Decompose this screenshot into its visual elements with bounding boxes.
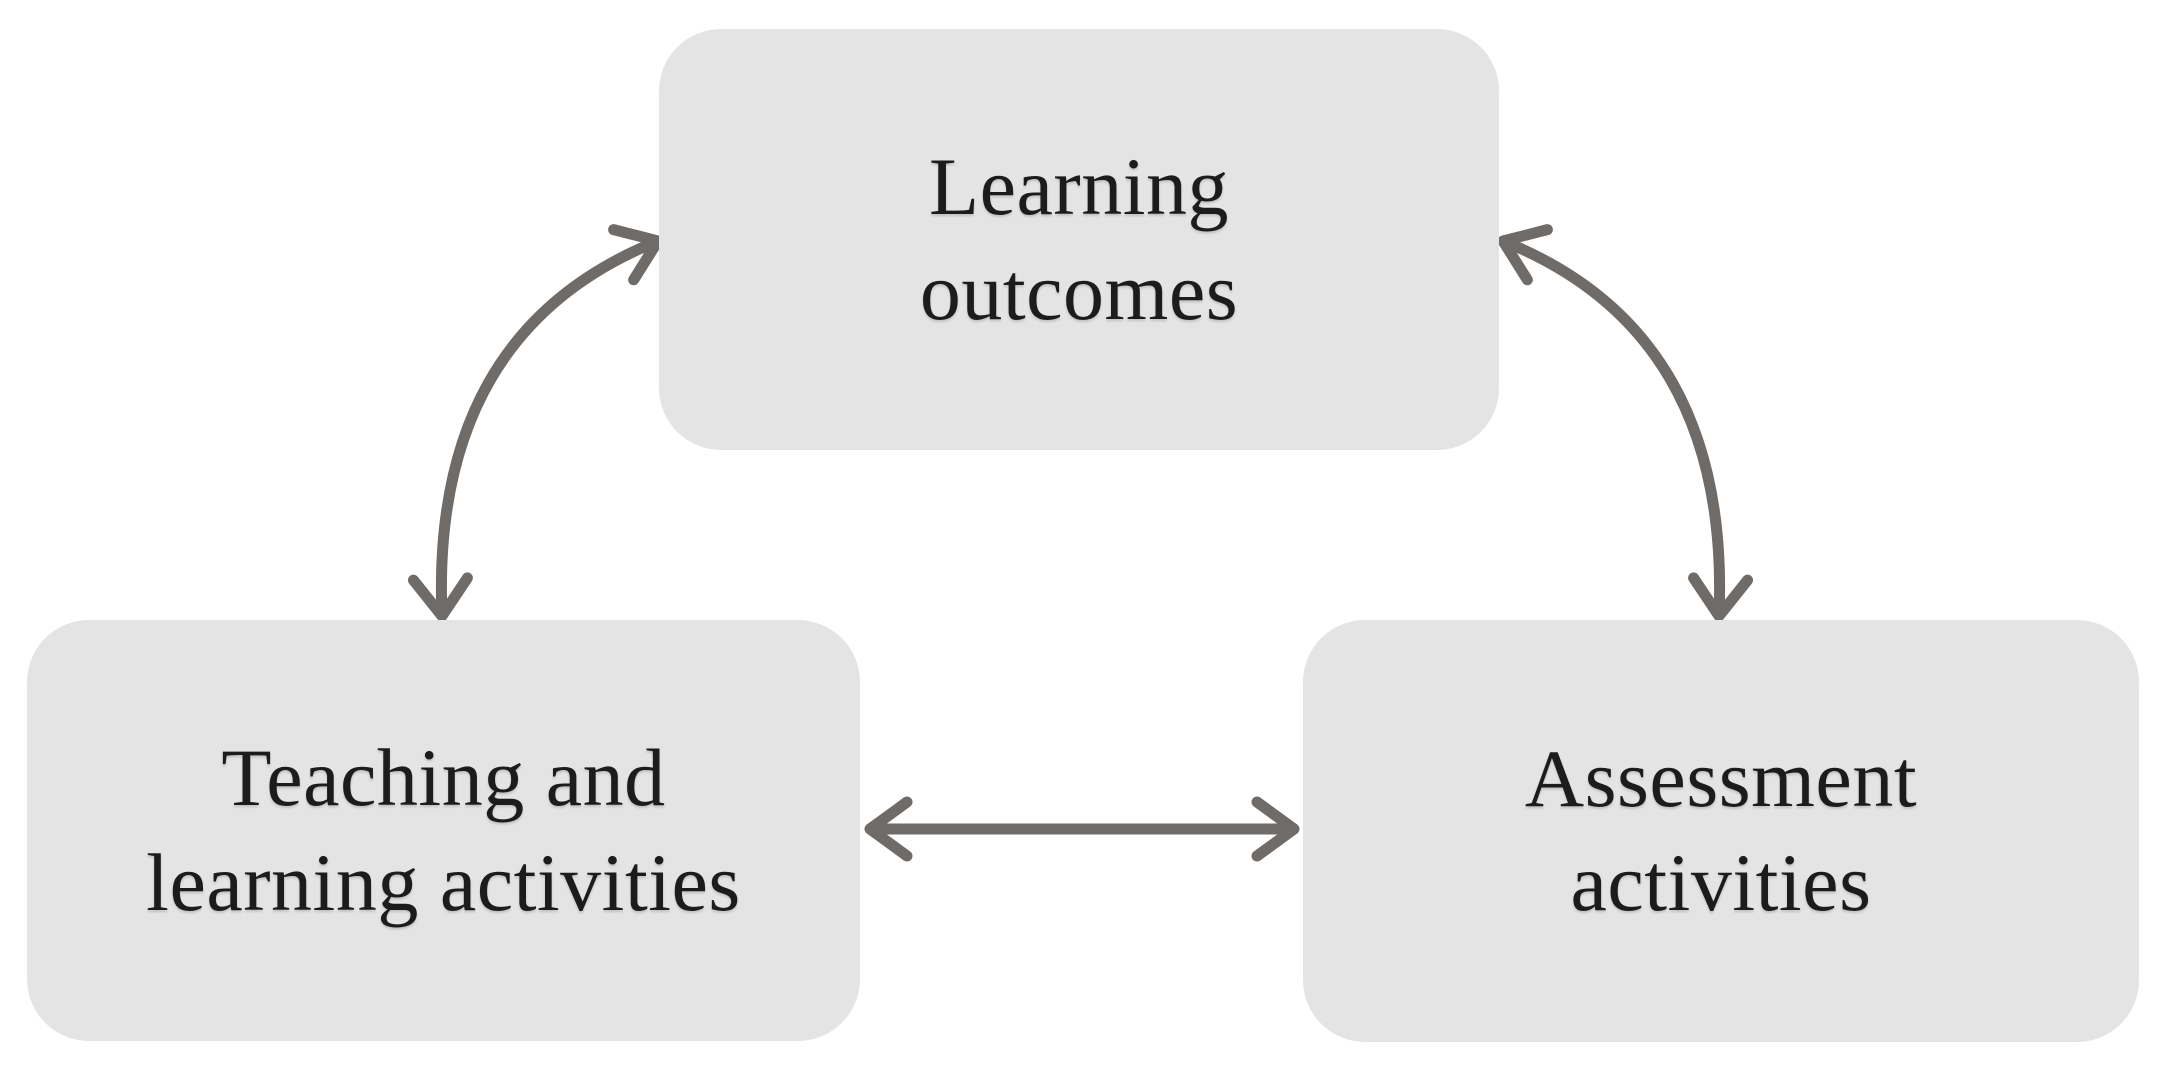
edge-teaching-to-outcomes-double-arrow — [407, 224, 664, 622]
label-line: Teaching and — [221, 732, 666, 824]
node-learning-outcomes: Learning outcomes — [659, 29, 1499, 450]
label-line: learning activities — [146, 836, 741, 928]
label-line: activities — [1570, 837, 1872, 928]
assessment-activities-label: Assessment activities — [1525, 727, 1917, 935]
edge-outcomes-to-assessment-double-arrow — [1497, 224, 1754, 622]
label-line: outcomes — [919, 245, 1239, 337]
node-assessment-activities: Assessment activities — [1303, 620, 2139, 1042]
teaching-and-learning-activities-label: Teaching and learning activities — [146, 726, 741, 934]
learning-outcomes-label: Learning outcomes — [920, 135, 1238, 343]
node-teaching-and-learning-activities: Teaching and learning activities — [27, 620, 860, 1041]
label-line: Assessment — [1524, 732, 1918, 824]
label-line: Learning — [929, 141, 1229, 233]
